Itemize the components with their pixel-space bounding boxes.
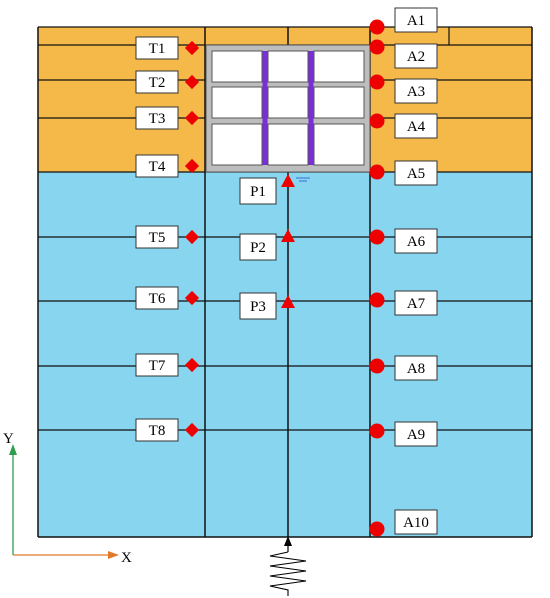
sensor-label-a6-box — [394, 228, 438, 254]
sensor-label-t7-box — [135, 353, 179, 377]
sensor-label-a2: A2 — [407, 49, 425, 65]
sensor-label-p3: P3 — [250, 299, 266, 315]
sensor-label-p1-box — [239, 177, 277, 205]
structure-column — [262, 51, 268, 165]
structure-room — [211, 86, 263, 119]
sensor-marker-a6 — [369, 229, 385, 245]
sensor-label-t4: T4 — [149, 159, 166, 175]
structure-room — [267, 123, 309, 166]
sensor-label-t3-box — [135, 106, 179, 130]
sensor-label-a1-box — [394, 7, 438, 33]
sensor-label-a4-box — [394, 113, 438, 139]
x-axis-label: X — [121, 550, 132, 566]
excitation-arrow-icon — [284, 536, 292, 546]
sensor-label-t7: T7 — [149, 358, 166, 374]
y-axis-label: Y — [3, 431, 14, 447]
sensor-label-a9-box — [394, 421, 438, 447]
sensor-label-p2: P2 — [250, 240, 266, 256]
sensor-label-a9: A9 — [407, 427, 425, 443]
sensor-label-t5-box — [135, 225, 179, 249]
underground-structure — [205, 44, 371, 182]
sensor-label-t8-box — [135, 418, 179, 442]
sensor-label-t3: T3 — [149, 111, 166, 127]
sensor-marker-t4 — [184, 158, 200, 174]
excitation-input — [269, 536, 307, 596]
sensor-marker-t5 — [184, 229, 200, 245]
sensor-marker-a10 — [369, 521, 385, 537]
sensor-marker-p3 — [281, 295, 295, 308]
sensor-label-t5: T5 — [149, 230, 166, 246]
structure-column — [308, 51, 314, 165]
sensor-label-a6: A6 — [407, 234, 426, 250]
sensor-label-t2: T2 — [149, 75, 166, 91]
sensor-marker-t8 — [184, 422, 200, 438]
sensor-label-t1-box — [135, 36, 179, 60]
sensor-label-p2-box — [239, 233, 277, 261]
sensor-label-a3-box — [394, 78, 438, 104]
sensor-label-a1: A1 — [407, 13, 425, 29]
sensor-marker-a3 — [369, 74, 385, 90]
lower-soil-layer — [38, 172, 532, 537]
sensor-label-t2-box — [135, 70, 179, 94]
structure-room — [267, 86, 309, 119]
sensor-marker-a1 — [369, 19, 385, 35]
coordinate-axes: YX — [3, 431, 132, 566]
sensor-label-a10-box — [394, 509, 438, 535]
sensor-marker-t7 — [184, 357, 200, 373]
structure-room — [267, 50, 309, 83]
sensor-label-t8: T8 — [149, 423, 166, 439]
sensor-marker-a7 — [369, 292, 385, 308]
sensor-marker-a4 — [369, 113, 385, 129]
sensor-label-t6-box — [135, 286, 179, 310]
sensor-label-a5: A5 — [407, 166, 425, 182]
structure-room — [313, 123, 365, 166]
sensor-marker-p1 — [281, 174, 295, 187]
sensor-label-a3: A3 — [407, 84, 425, 100]
sensor-label-a8-box — [394, 355, 438, 381]
sensor-marker-a8 — [369, 358, 385, 374]
sensor-label-a8: A8 — [407, 361, 425, 377]
sensor-label-a5-box — [394, 160, 438, 186]
sensor-marker-p2 — [281, 229, 295, 242]
sensor-label-a7: A7 — [407, 296, 426, 312]
sensor-marker-a2 — [369, 39, 385, 55]
x-axis-arrow-icon — [108, 551, 119, 559]
sensor-label-t1: T1 — [149, 41, 166, 57]
sensor-label-p3-box — [239, 292, 277, 320]
sensor-marker-t6 — [184, 290, 200, 306]
structure-room — [211, 50, 263, 83]
sensor-label-a7-box — [394, 290, 438, 316]
sensor-label-t6: T6 — [149, 291, 166, 307]
sensor-label-a2-box — [394, 43, 438, 69]
structure-room — [313, 86, 365, 119]
sensor-marker-a5 — [369, 164, 385, 180]
sensor-label-a4: A4 — [407, 119, 426, 135]
excitation-spring-icon — [269, 551, 307, 596]
structure-room — [313, 50, 365, 83]
sensor-label-p1: P1 — [250, 184, 266, 200]
sensor-marker-a9 — [369, 423, 385, 439]
sensor-label-a10: A10 — [403, 515, 429, 531]
sensor-label-t4-box — [135, 154, 179, 178]
y-axis-arrow-icon — [9, 444, 17, 455]
structure-room — [211, 123, 263, 166]
